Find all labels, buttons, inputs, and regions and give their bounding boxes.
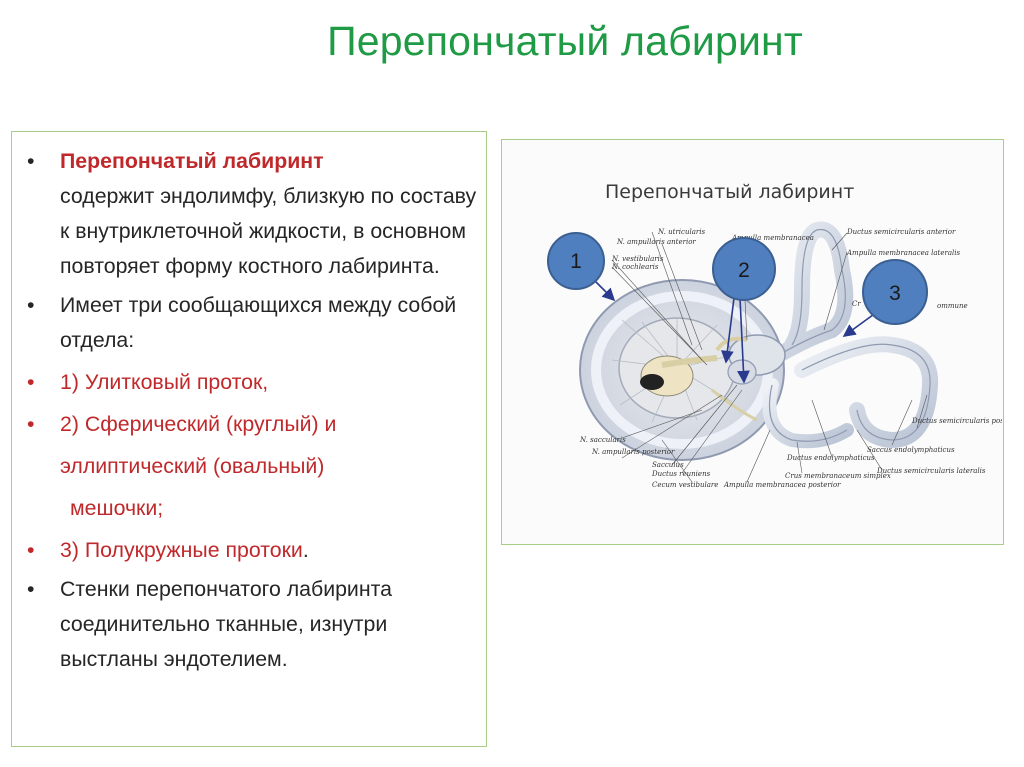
marker-1-label: 1 <box>570 250 582 273</box>
highlight-term: Перепончатый лабиринт <box>60 149 324 173</box>
leader-lines <box>611 231 928 483</box>
marker-2: 2 <box>712 237 776 301</box>
bullet-marker: • <box>27 538 35 562</box>
bullet-item-1: • Перепончатый лабиринт содержит эндолим… <box>12 144 482 284</box>
label-n-ampullaris-anterior: N. ampullaris anterior <box>616 238 696 246</box>
label-ductus-semicircularis-posterior: Ductus semicircularis posterior <box>911 417 1002 425</box>
label-crus: Cr <box>852 300 861 308</box>
marker-3: 3 <box>862 259 928 325</box>
figure-frame: Перепончатый лабиринт <box>501 139 1004 545</box>
bullet-marker: • <box>27 149 35 173</box>
bullet-text: эллиптический (овальный) <box>60 454 325 478</box>
label-sacculus: Sacculus <box>652 461 684 469</box>
marker-2-label: 2 <box>738 259 750 282</box>
bullet-text: Имеет три сообщающихся между собой отдел… <box>60 293 457 352</box>
marker-arrows <box>593 279 878 384</box>
bullet-text: 1) Улитковый проток, <box>60 370 269 394</box>
bullet-item-2: • Имеет три сообщающихся между собой отд… <box>12 288 482 358</box>
cochlea-shape <box>579 279 785 461</box>
figure-title: Перепончатый лабиринт <box>605 181 854 203</box>
marker-3-label: 3 <box>889 282 901 305</box>
label-n-vestibularis: N. vestibularis <box>611 255 664 263</box>
slide-title: Перепончатый лабиринт <box>327 18 803 64</box>
bullet-suffix: . <box>302 538 309 562</box>
label-ampulla-membranacea: Ampulla membranacea <box>731 234 814 242</box>
bullet-text: содержит эндолимфу, близкую по составу к… <box>60 184 477 278</box>
label-cecum-vestibulare: Cecum vestibulare <box>652 481 718 489</box>
bullet-item-4-cont: эллиптический (овальный) <box>12 449 482 484</box>
bullet-item-6: • Стенки перепончатого лабиринта соедини… <box>12 572 482 677</box>
bullet-marker: • <box>27 577 35 601</box>
bullet-marker: • <box>27 293 35 317</box>
label-n-cochlearis: N. cochlearis <box>611 263 659 271</box>
bullet-item-3: • 1) Улитковый проток, <box>12 365 482 400</box>
bullet-text: Стенки перепончатого лабиринта соедините… <box>60 577 392 671</box>
label-n-saccularis: N. saccularis <box>579 436 626 444</box>
bullet-text: 2) Сферический (круглый) и <box>60 412 337 436</box>
bullet-list: • Перепончатый лабиринт содержит эндолим… <box>12 144 482 677</box>
bullet-marker: • <box>27 412 35 436</box>
label-n-ampullaris-posterior: N. ampullaris posterior <box>591 448 675 456</box>
label-commune: ommune <box>937 302 968 310</box>
label-n-utricularis: N. utricularis <box>657 228 705 236</box>
label-ductus-reuniens: Ductus reuniens <box>651 470 711 478</box>
label-ampulla-membranacea-posterior: Ampulla membranacea posterior <box>723 481 841 489</box>
bullet-item-4: • 2) Сферический (круглый) и <box>12 407 482 442</box>
bullet-text: мешочки; <box>70 496 164 520</box>
label-saccus-endolymphaticus: Saccus endolymphaticus <box>867 446 955 454</box>
label-ductus-semicircularis-lateralis: Ductus semicircularis lateralis <box>876 467 986 475</box>
label-ductus-endolymphaticus: Ductus endolymphaticus <box>786 454 875 462</box>
text-box: • Перепончатый лабиринт содержит эндолим… <box>11 131 487 747</box>
bullet-text: 3) Полукружные протоки <box>60 538 303 562</box>
label-crus-membranaceum-simplex: Crus membranaceum simplex <box>785 472 891 480</box>
label-ampulla-membranacea-lateralis: Ampulla membranacea lateralis <box>846 249 960 257</box>
bullet-marker: • <box>27 370 35 394</box>
labyrinth-diagram: Перепончатый лабиринт <box>547 181 1002 489</box>
bullet-item-4-cont2: мешочки; <box>12 491 482 526</box>
bullet-item-5: • 3) Полукружные протоки. <box>12 533 482 568</box>
label-ductus-semicircularis-anterior: Ductus semicircularis anterior <box>846 228 956 236</box>
marker-1: 1 <box>547 232 605 290</box>
